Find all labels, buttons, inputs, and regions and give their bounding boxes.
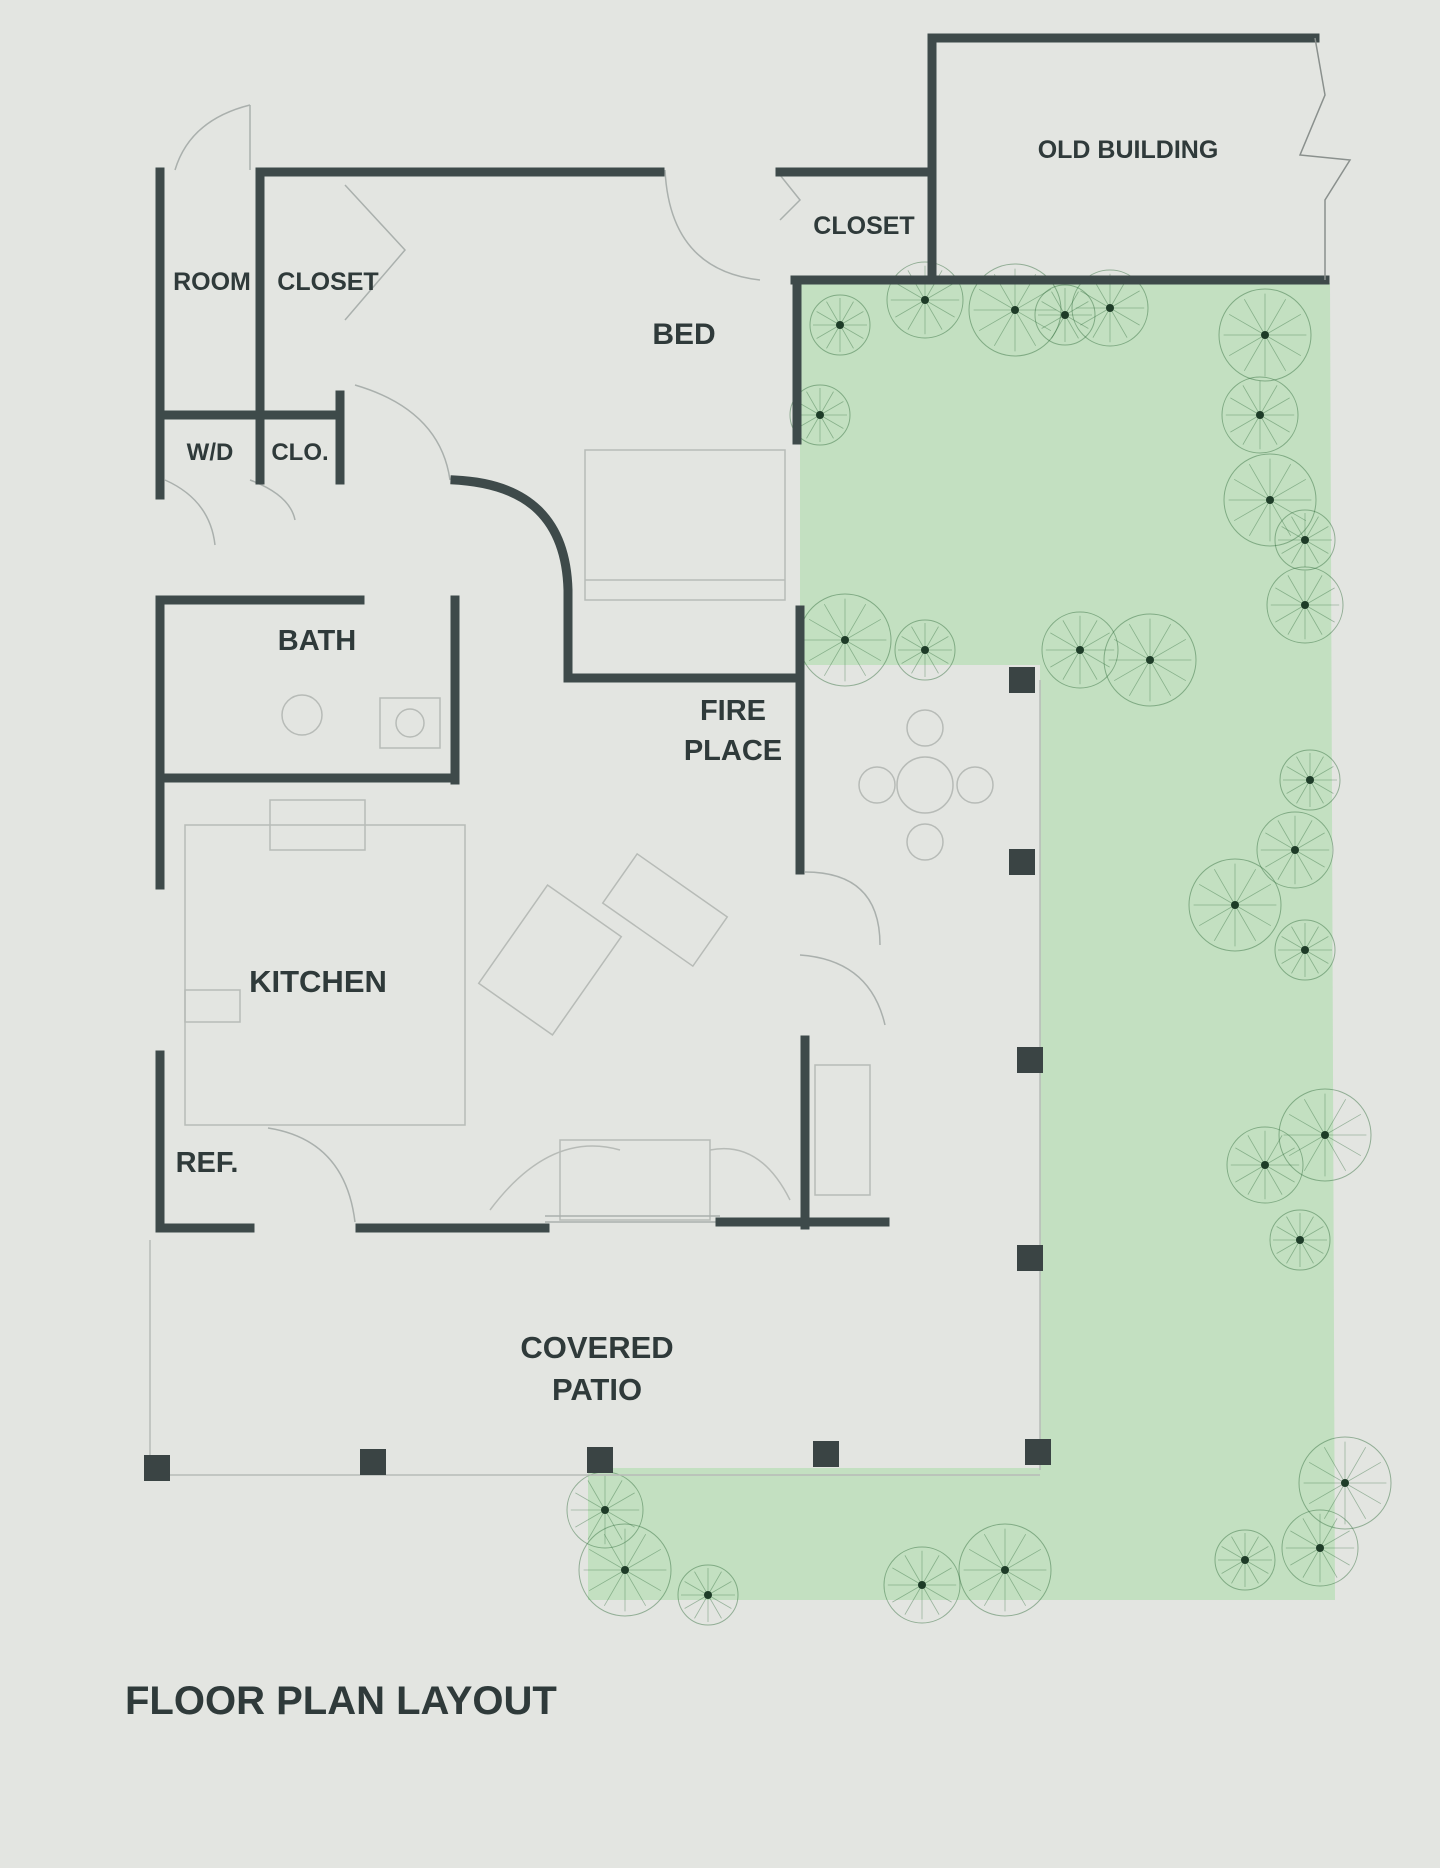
patio-label-line2: PATIO <box>552 1372 642 1407</box>
post <box>1009 667 1035 693</box>
fireplace-label-line2: PLACE <box>684 735 782 767</box>
tree-icon <box>789 384 851 446</box>
post <box>1009 849 1035 875</box>
kitchen-label: KITCHEN <box>249 964 387 999</box>
tree-icon <box>798 593 892 687</box>
tree-icon <box>958 1523 1052 1617</box>
tree-icon <box>1281 1509 1359 1587</box>
post <box>1017 1245 1043 1271</box>
tree-group <box>566 261 1392 1626</box>
tree-icon <box>886 261 964 339</box>
tree-icon <box>1269 1209 1331 1271</box>
patio-label-line1: COVERED <box>520 1330 673 1365</box>
tree-icon <box>1103 613 1197 707</box>
tree-icon <box>1218 288 1312 382</box>
sofa <box>477 883 623 1037</box>
tree-icon <box>677 1564 739 1626</box>
door-swings <box>164 104 886 1223</box>
patio-table <box>896 756 954 814</box>
walls <box>155 33 1352 1233</box>
bath-label: BATH <box>278 625 356 657</box>
stove <box>184 989 241 1023</box>
closet-top-label: CLOSET <box>813 212 914 240</box>
tree-icon <box>1278 1088 1372 1182</box>
room-label: ROOM <box>173 268 251 296</box>
patio-posts <box>144 667 1051 1481</box>
landscape-area <box>588 283 1335 1600</box>
tree-icon <box>1226 1126 1304 1204</box>
tree-icon <box>883 1546 961 1624</box>
floor-plan-caption: FLOOR PLAN LAYOUT <box>125 1679 557 1723</box>
tree-icon <box>1214 1529 1276 1591</box>
tree-icon <box>1266 566 1344 644</box>
tree-icon <box>894 619 956 681</box>
armchair <box>601 852 729 968</box>
tree-icon <box>1034 284 1096 346</box>
closet-left-label: CLOSET <box>277 268 378 296</box>
post <box>144 1455 170 1481</box>
post <box>1017 1047 1043 1073</box>
post <box>1025 1439 1051 1465</box>
tree-icon <box>809 294 871 356</box>
post <box>360 1449 386 1475</box>
post <box>813 1441 839 1467</box>
tree-icon <box>1223 453 1317 547</box>
ref-label: REF. <box>176 1147 239 1179</box>
tree-icon <box>578 1523 672 1617</box>
tree-icon <box>1256 811 1334 889</box>
post <box>587 1447 613 1473</box>
wd-label: W/D <box>187 439 234 466</box>
toilet <box>281 694 323 736</box>
bath-sink <box>379 697 441 749</box>
clo-label: CLO. <box>271 439 328 466</box>
fireplace-hearth <box>814 1064 871 1196</box>
kitchen-counter <box>184 824 466 1126</box>
tree-icon <box>1188 858 1282 952</box>
tree-icon <box>1041 611 1119 689</box>
bed-label: BED <box>652 318 715 351</box>
furniture-linework <box>149 449 1041 1476</box>
tree-icon <box>1279 749 1341 811</box>
tree-icon <box>1274 919 1336 981</box>
coffee-table <box>559 1139 711 1221</box>
old-building-label: OLD BUILDING <box>1038 136 1219 164</box>
tree-icon <box>1221 376 1299 454</box>
fireplace-label-line1: FIRE <box>700 695 766 727</box>
wall-curved-hall <box>450 475 800 683</box>
tree-icon <box>566 1471 644 1549</box>
tree-icon <box>1274 509 1336 571</box>
tree-icon <box>1298 1436 1392 1530</box>
